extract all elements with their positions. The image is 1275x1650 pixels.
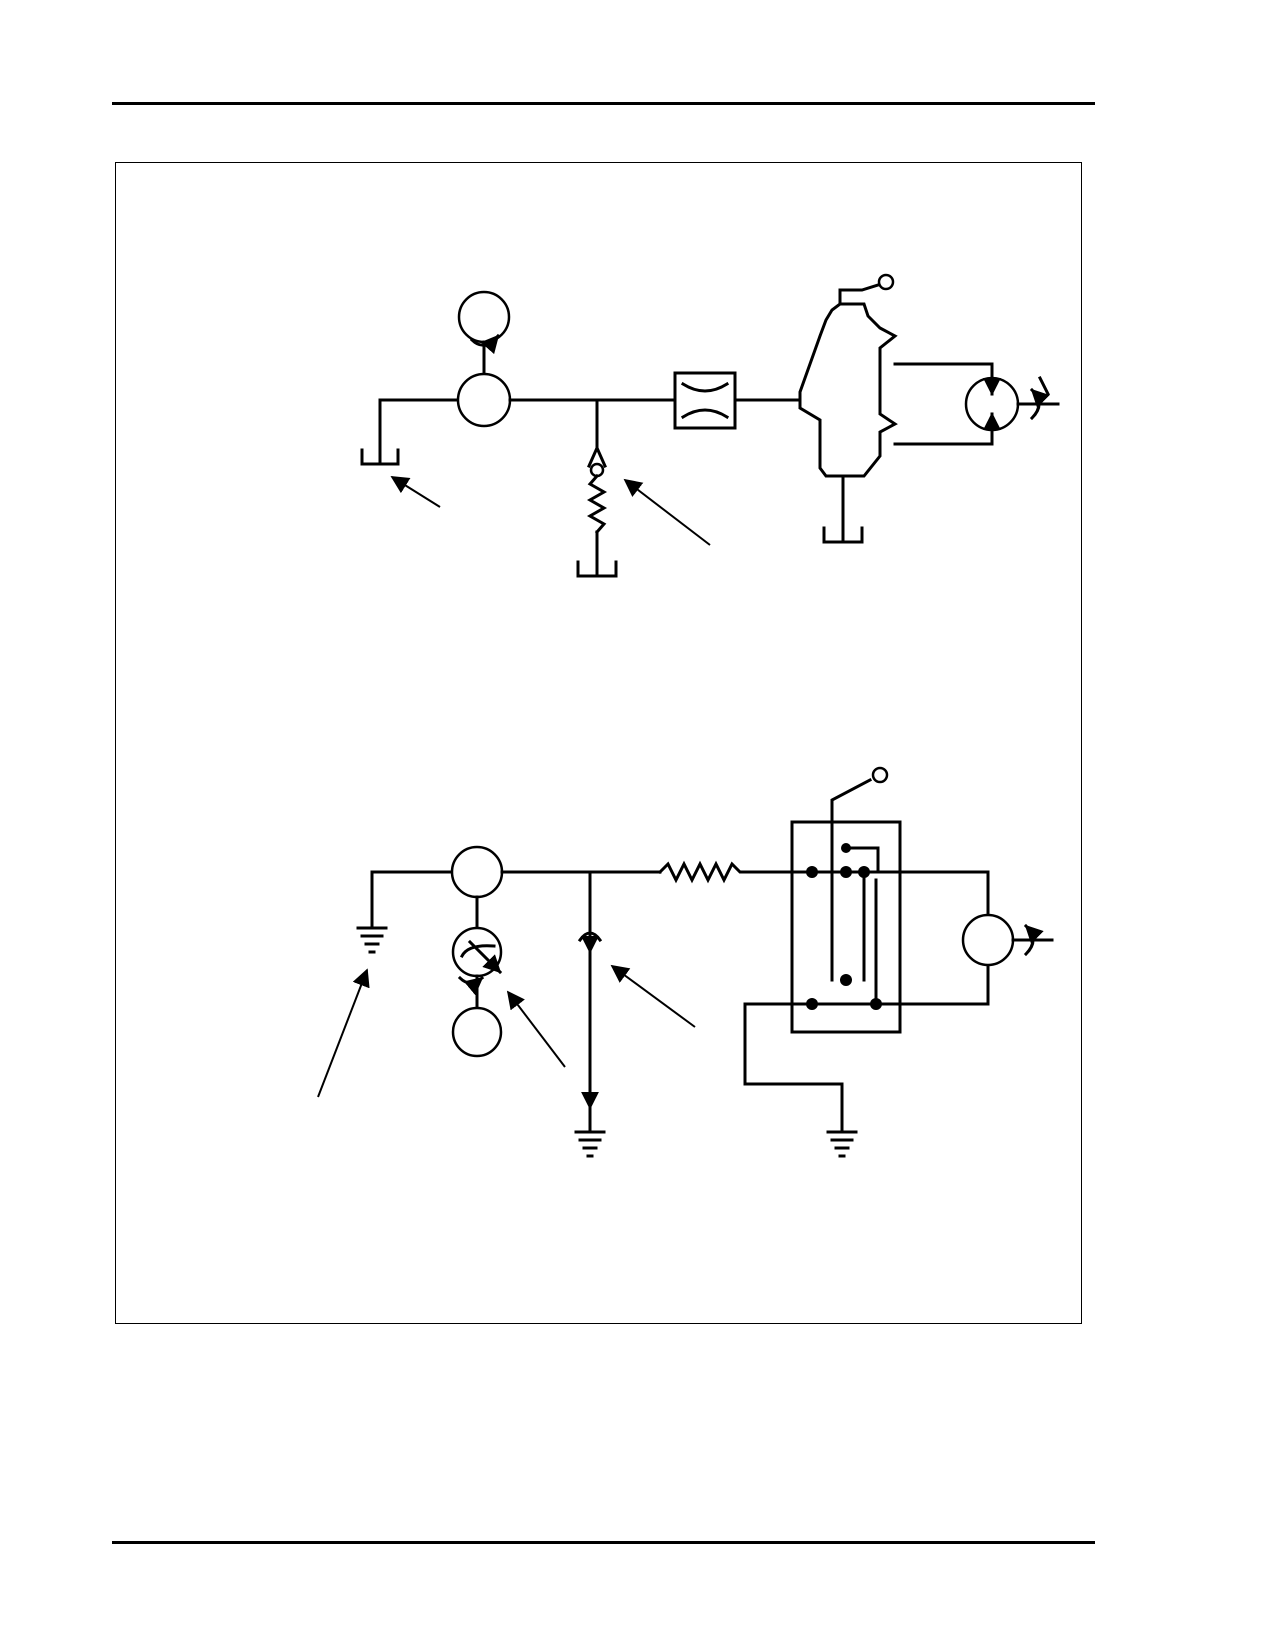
footer-rule: [112, 1541, 1095, 1544]
callout-arrow-generator: [506, 990, 566, 1068]
resistor-symbol: [657, 860, 807, 884]
callout-arrow-ground: [317, 968, 370, 1098]
ground-symbol-right: [826, 1130, 858, 1158]
prime-mover-symbol: [457, 290, 511, 376]
reservoir-symbol: [360, 398, 400, 466]
callout-arrow-reservoir: [390, 476, 441, 508]
switch-symbol: [790, 766, 990, 1034]
callout-arrow-relief-valve: [623, 478, 711, 546]
pump-symbol: [456, 372, 512, 428]
hydraulic-diagram: [360, 273, 1060, 578]
hydraulic-motor-symbol: [964, 362, 1060, 446]
electric-motor-symbol: [961, 870, 1054, 1006]
header-rule: [112, 102, 1095, 105]
figure-frame: [115, 162, 1082, 1324]
relief-valve-symbol: [576, 398, 618, 578]
flow-restrictor-symbol: [673, 371, 737, 430]
generator-symbol: [451, 926, 503, 1010]
directional-valve-symbol: [798, 273, 994, 544]
prime-mover-symbol-electrical: [451, 975, 503, 1058]
electrical-diagram: [317, 766, 1054, 1158]
callout-arrow-variable-resistor: [610, 964, 696, 1028]
battery-symbol: [450, 845, 504, 899]
ground-symbol-left: [356, 870, 388, 954]
variable-resistor-symbol: [574, 870, 606, 1158]
